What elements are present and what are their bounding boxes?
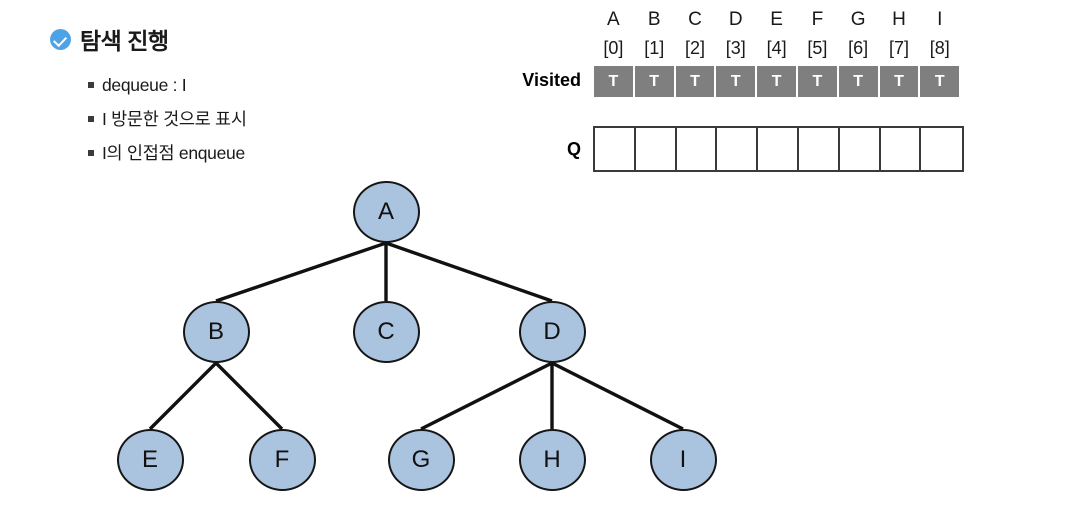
visited-label: Visited <box>522 70 581 90</box>
vertex-header-cell: F <box>811 9 824 30</box>
visited-cell[interactable]: T <box>715 65 757 98</box>
square-bullet-icon <box>88 150 94 156</box>
array-panel: A B C D E F G H I [0] [1] [2] [3] [4] [5] [6] [7] [8] Vi… <box>518 6 968 172</box>
vertex-header-cell: G <box>850 9 866 30</box>
queue-cell[interactable] <box>717 128 759 170</box>
index-header-cell: [2] <box>684 38 705 58</box>
queue-cell[interactable] <box>635 128 677 170</box>
tree-node-e[interactable]: E <box>116 429 184 491</box>
tree-node-c[interactable]: C <box>352 301 420 363</box>
visited-cell[interactable]: T <box>593 65 634 98</box>
queue-cell[interactable] <box>880 128 922 170</box>
tree-node-b[interactable]: B <box>182 301 250 363</box>
list-item: I의 인접점 enqueue <box>88 140 418 174</box>
visited-cell[interactable]: T <box>756 65 797 98</box>
page-title: 탐색 진행 <box>80 28 169 54</box>
index-header-cell: [3] <box>725 38 746 58</box>
queue-cells <box>593 126 965 172</box>
visited-cell[interactable]: T <box>633 65 675 98</box>
queue-cell[interactable] <box>921 128 963 170</box>
index-header-cell: [5] <box>807 38 828 58</box>
vertex-header-cell: A <box>607 9 620 30</box>
tree-node-h[interactable]: H <box>518 429 586 491</box>
index-header-cell: [1] <box>644 38 665 58</box>
tree-node-d[interactable]: D <box>518 301 586 363</box>
index-header-cell: [4] <box>766 38 787 58</box>
index-header-cell: [8] <box>929 38 950 58</box>
visited-cell[interactable]: T <box>674 65 716 98</box>
visited-cell[interactable]: T <box>796 65 838 98</box>
queue-cell[interactable] <box>758 128 799 170</box>
vertex-header-cell: H <box>892 9 906 30</box>
vertex-header-cell: C <box>688 9 702 30</box>
list-item: I 방문한 것으로 표시 <box>88 106 418 140</box>
vertex-header-cell: B <box>647 9 661 30</box>
queue-label: Q <box>566 138 581 159</box>
tree-node-a[interactable]: A <box>352 181 420 243</box>
tree-edge-D-I <box>551 361 684 431</box>
tree-edge-A-B <box>215 241 387 303</box>
tree-edge-B-F <box>214 361 284 431</box>
queue-cell[interactable] <box>595 128 636 170</box>
queue-array-row: Q <box>518 126 968 172</box>
vertex-header-row: A B C D E F G H I <box>518 6 968 33</box>
queue-cell[interactable] <box>798 128 840 170</box>
check-circle-icon <box>50 28 71 50</box>
visited-cell[interactable]: T <box>919 65 961 98</box>
vertex-header-cell: E <box>770 9 783 30</box>
list-item-label: I 방문한 것으로 표시 <box>102 109 247 129</box>
index-header-cell: [7] <box>888 38 909 58</box>
queue-cell[interactable] <box>839 128 881 170</box>
vertex-header-cell: D <box>728 9 743 30</box>
visited-cell[interactable]: T <box>837 65 879 98</box>
tree-node-g[interactable]: G <box>387 429 455 491</box>
square-bullet-icon <box>88 82 94 88</box>
vertex-header-cell: I <box>937 9 943 30</box>
square-bullet-icon <box>88 116 94 122</box>
vertex-header-cells: A B C D E F G H I <box>593 6 960 33</box>
index-header-cells: [0] [1] [2] [3] [4] [5] [6] [7] [8] <box>593 33 960 63</box>
tree-edge-A-D <box>385 241 553 303</box>
list-item: dequeue : I <box>88 72 418 106</box>
list-item-label: I의 인접점 enqueue <box>102 143 245 163</box>
tree-edge-D-G <box>420 361 553 431</box>
index-header-row: [0] [1] [2] [3] [4] [5] [6] [7] [8] <box>518 33 968 63</box>
index-header-cell: [6] <box>848 38 869 58</box>
tree-node-f[interactable]: F <box>248 429 316 491</box>
visited-cell[interactable]: T <box>878 65 920 98</box>
slide-title-row: 탐색 진행 <box>50 22 169 56</box>
queue-cell[interactable] <box>676 128 718 170</box>
bullet-list: dequeue : I I 방문한 것으로 표시 I의 인접점 enqueue <box>88 72 418 174</box>
tree-node-i[interactable]: I <box>649 429 717 491</box>
tree-edge-B-E <box>148 361 218 431</box>
index-header-cell: [0] <box>603 38 624 58</box>
list-item-label: dequeue : I <box>102 75 187 95</box>
